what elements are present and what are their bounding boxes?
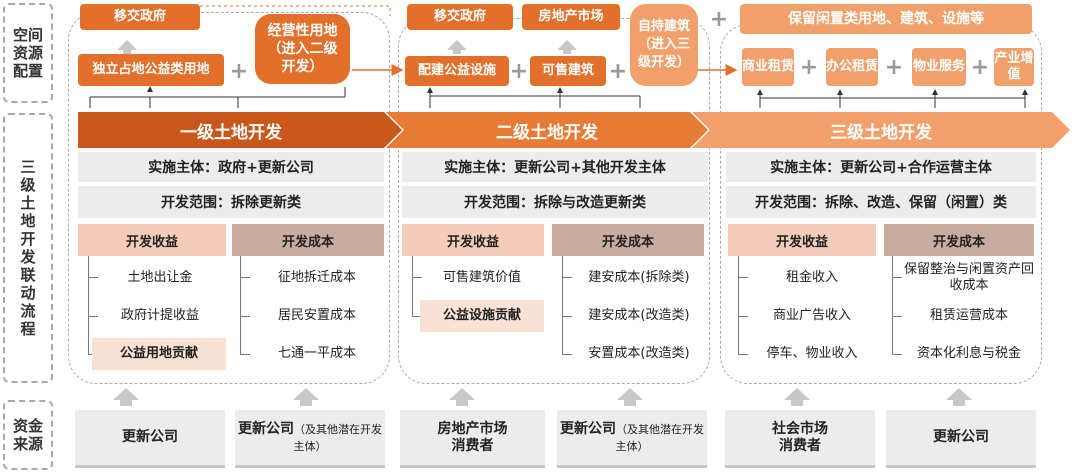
s1-rev-item: 土地出让金 [127,270,193,285]
tree-tick [562,354,572,355]
s2-subject: 实施主体：更新公司+其他开发主体 [402,152,708,182]
s2-rev-item: 公益设施贡献 [420,300,544,332]
s3-scope: 开发范围：拆除、改造、保留（闲置）类 [726,186,1036,218]
s1-rev-item: 公益用地贡献 [92,338,226,370]
s3-cost-item: 租赁运营成本 [929,308,1008,323]
tree-line [562,256,563,354]
s2-self-hold-box: 自持建筑（进入三级开发） [630,4,698,86]
s2-saleable-box: 可售建筑 [530,56,606,86]
s1-op-land-box: 经营性用地（进入二级开发） [255,14,350,84]
side-label-space: 空间资源配置 [3,3,53,103]
plus-icon: + [509,58,529,84]
s2-facility-box: 配建公益设施 [405,56,509,86]
fund-box-4: 更新公司（及其他潜在开发主体） [557,410,707,468]
s3-rev-item: 租金收入 [785,270,838,285]
tree-tick [892,316,902,317]
stage1-label: 一级土地开发 [180,122,282,143]
s1-transfer-box: 移交政府 [80,4,200,30]
tree-tick [240,354,250,355]
tree-tick [240,316,250,317]
s1-cost-item: 居民安置成本 [277,308,356,323]
plus-icon: + [608,58,628,84]
fund-box-5: 社会市场消费者 [725,410,875,468]
fund-box-6: 更新公司 [886,410,1036,468]
s3-title-box: 保留闲置类用地、建筑、设施等 [740,4,1032,34]
fund-box-2: 更新公司（及其他潜在开发主体） [235,410,385,468]
tree-tick [738,277,748,278]
fund-box-3: 房地产市场消费者 [400,410,545,468]
s3-item-industry-value: 产业增值 [994,48,1034,86]
s3-cost-header: 开发成本 [884,224,1034,256]
s2-revenue-header: 开发收益 [402,224,544,256]
tree-line [240,256,241,354]
s2-market-box: 房地产市场 [522,4,620,30]
s1-revenue-header: 开发收益 [78,224,226,256]
tree-line [412,256,413,316]
tree-line [892,256,893,354]
plus-icon: + [884,54,904,80]
tree-tick [412,277,422,278]
s2-scope: 开发范围：拆除与改造更新类 [402,186,708,218]
s1-rev-item: 政府计提收益 [120,308,199,323]
s2-cost-item: 安置成本(改造类) [588,346,690,361]
plus-icon: + [709,6,729,32]
s1-cost-header: 开发成本 [232,224,384,256]
tree-tick [892,277,902,278]
s1-cost-item: 七通一平成本 [277,346,356,361]
tree-tick [412,316,422,317]
stage1-region [68,12,390,384]
s3-rev-item: 停车、物业收入 [766,346,858,361]
tree-tick [738,354,748,355]
fund-box-1: 更新公司 [75,410,225,468]
plus-icon: + [970,54,990,80]
tree-tick [562,316,572,317]
s2-cost-item: 建安成本(拆除类) [588,270,690,285]
plus-icon: + [799,54,819,80]
tree-tick [738,316,748,317]
tree-tick [892,354,902,355]
tree-tick [240,277,250,278]
s1-subject: 实施主体：政府+更新公司 [78,152,384,182]
s1-scope: 开发范围：拆除更新类 [78,186,384,218]
s3-cost-item: 资本化利息与税金 [916,346,1021,361]
s3-item-office-lease: 办公租赁 [826,48,878,86]
s3-cost-item: 保留整治与闲置资产回收成本 [903,262,1034,293]
s3-item-property-service: 物业服务 [912,48,966,86]
s3-revenue-header: 开发收益 [728,224,876,256]
side-label-process: 三级土地开发联动流程 [3,113,53,383]
stage2-label: 二级土地开发 [496,122,598,143]
tree-line [88,256,89,354]
s2-cost-item: 建安成本(改造类) [588,308,690,323]
s2-rev-item: 可售建筑价值 [442,270,521,285]
s3-subject: 实施主体：更新公司+合作运营主体 [726,152,1036,182]
s3-item-commercial-lease: 商业租赁 [742,48,794,86]
s1-cost-item: 征地拆迁成本 [277,270,356,285]
side-label-fund: 资金来源 [3,400,53,470]
s2-cost-header: 开发成本 [552,224,704,256]
stage3-label: 三级土地开发 [830,122,932,143]
s1-public-land-box: 独立占地公益类用地 [78,54,224,86]
s3-rev-item: 商业广告收入 [772,308,851,323]
tree-tick [88,277,98,278]
plus-icon: + [229,58,249,84]
tree-line [738,256,739,354]
tree-tick [562,277,572,278]
s2-transfer-box: 移交政府 [407,4,513,30]
tree-tick [88,316,98,317]
